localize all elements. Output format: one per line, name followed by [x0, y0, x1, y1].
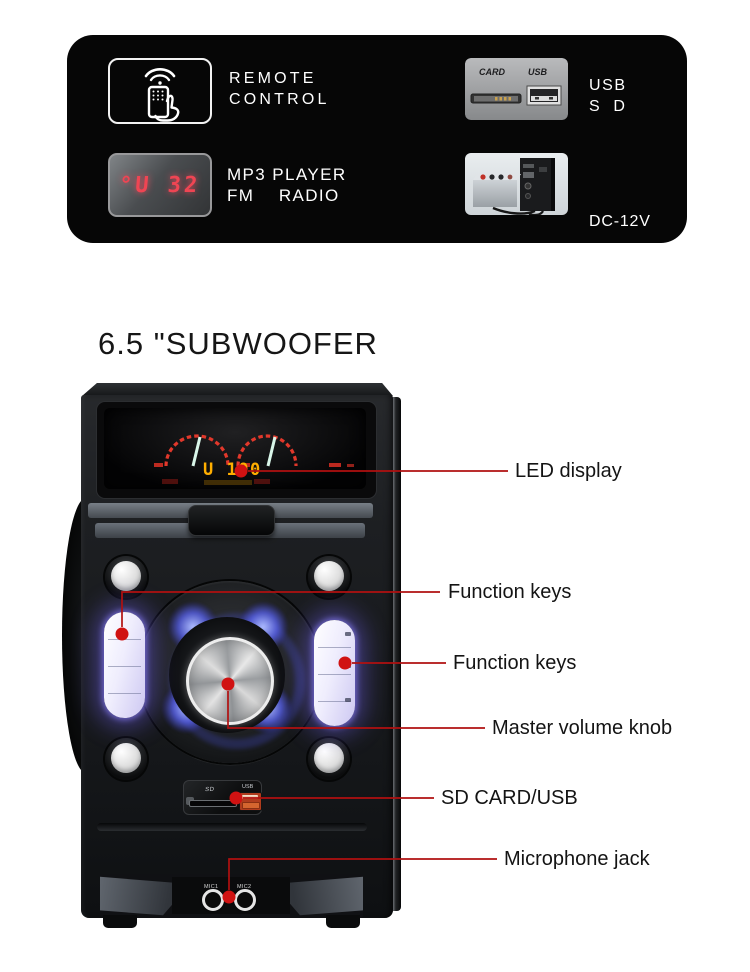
usb-port-front [239, 792, 262, 811]
vu-meter-right [236, 434, 298, 467]
handle [188, 505, 275, 536]
usb-sd-label: USB S D [589, 77, 627, 115]
mic-jack-area [172, 877, 290, 914]
callout-label-led-display: LED display [515, 460, 622, 482]
function-keys-right [314, 620, 355, 726]
mp3-player-label: MP3 PLAYER FM RADIO [227, 165, 347, 205]
cabinet-top [82, 383, 393, 396]
mic-jack-2 [234, 889, 256, 911]
dc-power-label: DC-12V [589, 213, 651, 230]
remote-control-label: REMOTE CONTROL [229, 70, 330, 108]
foot-pad-right [326, 915, 360, 928]
round-button-bottom-right [308, 738, 350, 780]
page-title: 6.5 "SUBWOOFER [98, 326, 378, 361]
callout-label-microphone-jack: Microphone jack [504, 848, 650, 870]
mp3-display-icon: °U 32 [108, 153, 212, 217]
mic-jack-1 [202, 889, 224, 911]
master-volume-knob [186, 637, 274, 725]
callout-label-sd-card-usb: SD CARD/USB [441, 787, 578, 809]
card-slot-label: CARD [479, 67, 505, 77]
power-cable [492, 206, 536, 215]
led-display-value: U 100 [203, 460, 262, 480]
amplifier-box [520, 158, 555, 211]
remote-hand-icon [144, 68, 180, 122]
promo-banner: REMOTE CONTROL °U 32 MP3 PLAYER FM RADIO… [67, 35, 687, 243]
remote-control-icon [108, 58, 212, 124]
sd-usb-panel: SD USB [183, 780, 262, 815]
mp3-display-value: °U 32 [118, 172, 202, 198]
usb-a-port [526, 85, 562, 106]
callout-label-master-volume: Master volume knob [492, 717, 673, 739]
foot-pad-left [103, 915, 137, 928]
mic1-label: MIC1 [204, 884, 219, 890]
function-keys-left [104, 612, 145, 718]
skip-icon [345, 632, 351, 636]
vu-needle-left [191, 436, 202, 467]
usb-sd-ports-icon: CARD USB [465, 58, 568, 120]
dc-power-icon [465, 153, 568, 215]
vu-needle-right [266, 436, 277, 467]
battery-box [473, 174, 521, 207]
round-button-top-left [105, 556, 147, 598]
skip-icon [345, 698, 351, 702]
vu-meter-left [164, 434, 230, 467]
usb-port-label: USB [528, 67, 548, 77]
callout-label-function-keys-1: Function keys [448, 581, 572, 603]
skip-icon [345, 664, 351, 668]
led-display-screen: U 100 [104, 408, 366, 489]
sd-card-slot-front [189, 800, 237, 807]
sd-slot-label: SD [204, 787, 215, 793]
lower-trim-ridge [97, 823, 367, 831]
round-button-top-right [308, 556, 350, 598]
callout-label-function-keys-2: Function keys [453, 652, 577, 674]
round-button-bottom-left [105, 738, 147, 780]
usb-port-label-front: USB [242, 784, 254, 790]
cabinet-right-side [393, 397, 401, 911]
